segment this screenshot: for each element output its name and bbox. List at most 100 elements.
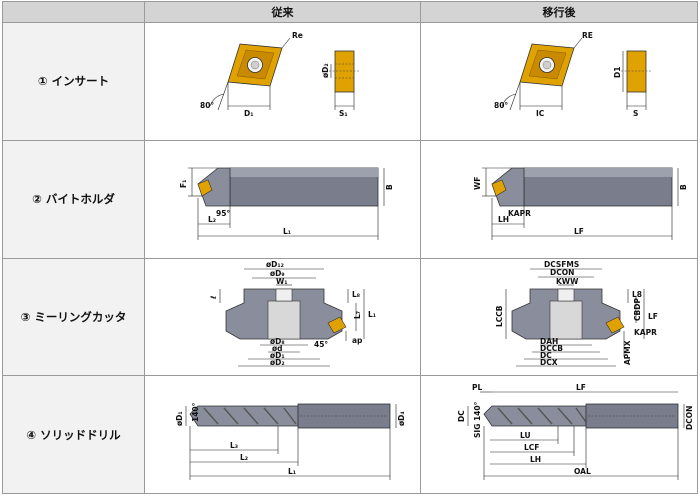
holder-new-kapr: KAPR [508, 209, 531, 218]
cutter-bore-icon [267, 300, 300, 340]
row-insert: ① インサート Re 80° D₁ [2, 22, 698, 141]
milling-old-l1: L₁ [368, 310, 376, 319]
drill-new-pl: PL [472, 383, 482, 392]
milling-old-d2: øD₂ [270, 358, 285, 367]
insert-new-d1: D1 [613, 67, 622, 78]
row-label-insert: ① インサート [2, 22, 145, 141]
drill-old-drawing: øD₁ 140° øD₄ L₃ L₂ L₁ [175, 402, 406, 480]
drill-new-cell: PL LF DC SIG 140° DCON LU LCF LH OAL [420, 375, 698, 494]
insert-new-angle: 80° [494, 101, 508, 110]
drill-old-d4: øD₄ [397, 411, 406, 426]
holder-new-wf: WF [473, 177, 482, 190]
milling-new-kapr: KAPR [634, 328, 657, 337]
milling-old-ap: ap [352, 336, 363, 345]
drill-old-d1: øD₁ [175, 411, 184, 426]
cutter-insert-icon [605, 316, 625, 334]
row-drill: ④ ソリッドドリル øD₁ 140° øD₄ L₃ L₂ [2, 375, 698, 494]
row-label-holder: ② バイトホルダ [2, 139, 145, 259]
header-row: 従来 移行後 [2, 0, 698, 24]
holder-old-cell: F₁ 95° L₂ L₁ B [144, 139, 421, 259]
milling-new-drawing: DCSFMS DCON KWW LCCB L8 CBDP LF KAPR APM… [495, 261, 658, 367]
drill-old-l3: L₃ [230, 441, 238, 450]
row-label-milling: ③ ミーリングカッタ [2, 257, 145, 377]
cutter-keyway-icon [557, 288, 575, 302]
holder-head-icon [197, 167, 230, 207]
milling-old-w1: W₁ [276, 277, 288, 286]
milling-new-dcx: DCX [540, 358, 558, 367]
drill-old-l1: L₁ [288, 467, 296, 476]
milling-new-lccb: LCCB [495, 305, 504, 327]
insert-new-drawing: RE 80° IC D1 S [494, 31, 652, 118]
milling-new-cbdp: CBDP [633, 297, 642, 320]
holder-old-angle: 95° [216, 209, 230, 218]
insert-old-cell: Re 80° D₁ øD₂ S₁ [144, 22, 421, 141]
drill-new-lf: LF [576, 383, 586, 392]
holder-new-cell: WF KAPR LH LF B [420, 139, 698, 259]
holder-new-b: B [679, 184, 688, 190]
holder-old-b: B [385, 184, 394, 190]
insert-new-ic: IC [536, 109, 545, 118]
drill-new-lcf: LCF [524, 443, 539, 452]
drill-old-angle: 140° [191, 402, 200, 422]
holder-new-lh: LH [498, 215, 509, 224]
holder-insert-icon [491, 179, 507, 197]
insert-new-s: S [633, 109, 638, 118]
drill-new-dcon: DCON [685, 405, 694, 429]
insert-new-re: RE [582, 31, 593, 40]
header-old: 従来 [144, 0, 421, 24]
drill-new-oal: OAL [574, 467, 591, 476]
milling-old-cell: øD₁₂ øD₉ W₁ ℓ L₈ L₇ L₁ ap øD₈ ød øD₁ [144, 257, 421, 377]
drill-old-l2: L₂ [240, 453, 248, 462]
insert-old-s1: S₁ [339, 109, 348, 118]
drill-new-sig: SIG 140° [473, 401, 482, 438]
milling-old-d9: øD₉ [270, 269, 285, 278]
row-holder: ② バイトホルダ F₁ 95° L₂ L₁ B [2, 139, 698, 259]
row-milling: ③ ミーリングカッタ øD₁₂ øD₉ W₁ ℓ L₈ L₇ L₁ [2, 257, 698, 377]
drill-new-drawing: PL LF DC SIG 140° DCON LU LCF LH OAL [457, 383, 694, 480]
insert-side-view-icon [626, 51, 647, 93]
holder-old-f1: F₁ [179, 180, 188, 188]
drill-new-dc: DC [457, 409, 466, 421]
milling-new-kww: KWW [556, 277, 579, 286]
insert-old-re: Re [292, 31, 303, 40]
milling-new-dcsfms: DCSFMS [544, 261, 579, 269]
milling-old-l7: L₇ [353, 311, 362, 319]
row-label-drill: ④ ソリッドドリル [2, 375, 145, 494]
holder-head-icon [491, 167, 525, 207]
drill-new-lu: LU [520, 431, 531, 440]
cutter-insert-icon [327, 316, 346, 334]
insert-old-d2: øD₂ [321, 64, 330, 79]
insert-old-d1: D₁ [244, 109, 254, 118]
milling-old-d12: øD₁₂ [266, 261, 284, 269]
milling-old-d8: øD₈ [270, 337, 285, 346]
holder-old-l2: L₂ [208, 215, 216, 224]
holder-old-drawing: F₁ 95° L₂ L₁ B [179, 167, 394, 241]
drill-old-cell: øD₁ 140° øD₄ L₃ L₂ L₁ [144, 375, 421, 494]
drill-new-lh: LH [530, 455, 541, 464]
milling-new-dcon: DCON [550, 268, 574, 277]
milling-new-dah: DAH [540, 337, 558, 346]
holder-new-lf: LF [574, 227, 584, 236]
milling-old-l8: L₈ [352, 290, 360, 299]
milling-new-dccb: DCCB [540, 344, 563, 353]
cutter-keyway-icon [275, 288, 292, 302]
milling-new-apmx: APMX [623, 340, 632, 365]
cutter-bore-icon [549, 300, 583, 340]
insert-old-angle: 80° [200, 101, 214, 110]
insert-new-cell: RE 80° IC D1 S [420, 22, 698, 141]
insert-side-view-icon [334, 51, 354, 93]
milling-old-angle: 45° [314, 340, 328, 349]
milling-new-lf: LF [648, 312, 658, 321]
holder-old-l1: L₁ [283, 227, 291, 236]
holder-new-drawing: WF KAPR LH LF B [473, 167, 688, 241]
milling-new-l8: L8 [632, 290, 642, 299]
milling-old-d: ød [272, 344, 283, 353]
header-corner [2, 0, 145, 24]
milling-old-l: ℓ [209, 295, 218, 300]
insert-old-drawing: Re 80° D₁ øD₂ S₁ [200, 31, 360, 118]
header-new: 移行後 [420, 0, 698, 24]
milling-new-cell: DCSFMS DCON KWW LCCB L8 CBDP LF KAPR APM… [420, 257, 698, 377]
holder-insert-icon [197, 179, 212, 197]
milling-old-d1: øD₁ [270, 351, 285, 360]
